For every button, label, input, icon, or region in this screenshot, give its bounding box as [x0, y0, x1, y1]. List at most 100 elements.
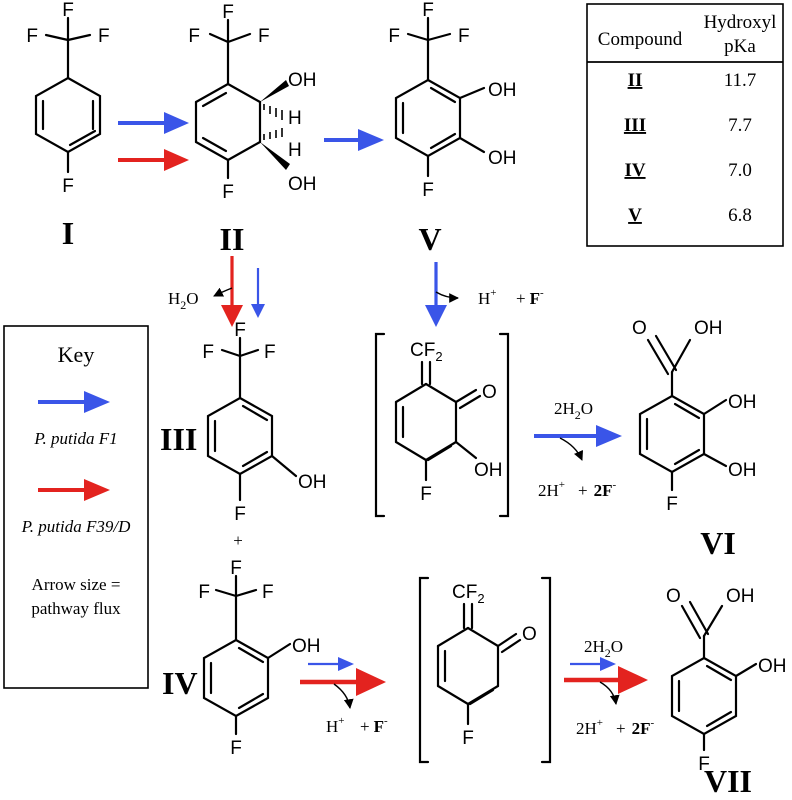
byproduct-two-fluoride: +2F- [578, 479, 616, 500]
table-cell-pka: 6.8 [728, 205, 752, 226]
arrow-II-to-III-f39d [221, 256, 243, 327]
table-cell-compound: IV [624, 160, 645, 181]
atom-OH: OH [758, 656, 787, 677]
compound-III: F F F OH F III + [160, 320, 327, 550]
atom-OH: OH [728, 460, 757, 481]
compound-VII: O OH OH F VII [666, 586, 787, 799]
key-arrow-size-line2: pathway flux [31, 599, 121, 618]
atom-OH: OH [474, 460, 503, 481]
atom-F: F [262, 582, 274, 603]
byproduct-two-proton: 2H+ [538, 479, 565, 500]
table-cell-pka: 7.0 [728, 160, 752, 181]
atom-OH: OH [488, 148, 517, 169]
atom-O: O [632, 318, 647, 339]
compound-label-VII: VII [704, 763, 752, 799]
plus-sign: + [233, 531, 243, 550]
compound-label-VI: VI [700, 525, 736, 561]
byproduct-two-water: 2H2O [584, 637, 623, 660]
compound-I: F F F F I [26, 0, 109, 251]
intermediate-from-V: CF2 O OH F [374, 332, 510, 518]
arrow-II-to-III-f1 [251, 268, 265, 318]
atom-F: F [458, 26, 470, 47]
arrow-intermediate-to-VII-f1 [570, 657, 616, 671]
key-legend: Key P. putida F1 P. putida F39/D Arrow s… [3, 325, 149, 689]
atom-F: F [26, 26, 38, 47]
compound-label-IV: IV [162, 665, 198, 701]
intermediate-from-IV: CF2 O F [418, 576, 552, 764]
table-cell-pka: 7.7 [728, 115, 752, 136]
atom-OH: OH [694, 318, 723, 339]
atom-H: H [288, 108, 302, 129]
key-label-f1: P. putida F1 [33, 429, 117, 448]
byproduct-two-proton: 2H+ [576, 717, 603, 738]
atom-O: O [482, 382, 497, 403]
fluoride-release-arrow [333, 683, 354, 709]
key-arrow-size-line1: Arrow size = [32, 575, 121, 594]
atom-F: F [198, 582, 210, 603]
atom-F: F [222, 2, 234, 23]
arrow-V-to-intermediate-f1 [425, 262, 447, 327]
compound-II: F F F OH H H OH F II [188, 2, 316, 257]
compound-VI: O OH OH OH F VI [632, 318, 757, 561]
table-cell-compound: III [624, 115, 646, 136]
atom-F: F [422, 0, 434, 21]
table-cell-compound: V [628, 205, 642, 226]
table-header-hydroxyl: Hydroxyl [704, 12, 777, 33]
atom-OH: OH [728, 392, 757, 413]
atom-F: F [222, 182, 234, 203]
atom-F: F [258, 26, 270, 47]
atom-OH: OH [288, 70, 317, 91]
arrow-I-to-II-f39d [118, 149, 189, 171]
key-title: Key [58, 342, 95, 367]
atom-F: F [420, 484, 432, 505]
atom-F: F [62, 0, 74, 21]
byproduct-water: H2O [168, 289, 199, 312]
atom-F: F [230, 738, 242, 759]
compound-label-III: III [160, 421, 197, 457]
water-release-arrow [213, 287, 233, 297]
atom-F: F [388, 26, 400, 47]
arrow-IV-to-intermediate-f1 [308, 657, 354, 671]
atom-F: F [234, 320, 246, 341]
atom-H: H [288, 140, 302, 161]
atom-OH: OH [488, 80, 517, 101]
byproduct-proton: H+ [478, 287, 497, 308]
byproduct-two-fluoride: +2F- [616, 717, 654, 738]
key-label-f39d: P. putida F39/D [21, 517, 131, 536]
atom-F: F [698, 754, 710, 775]
compound-V: F F F OH OH F V [388, 0, 516, 257]
compound-label-V: V [418, 221, 441, 257]
atom-F: F [188, 26, 200, 47]
atom-O: O [666, 586, 681, 607]
table-cell-compound: II [628, 70, 643, 91]
atom-F: F [230, 558, 242, 579]
fluoride-release-arrow [435, 291, 459, 303]
byproduct-fluoride: +F- [516, 287, 544, 308]
arrow-IV-to-intermediate-f39d [300, 668, 386, 696]
arrow-I-to-II-f1 [118, 112, 189, 134]
arrow-II-to-V-f1 [324, 129, 384, 151]
table-header-compound: Compound [598, 29, 683, 50]
arrow-intermediate-to-VI-f1 [534, 425, 622, 447]
byproduct-proton: H+ [326, 715, 345, 736]
atom-OH: OH [726, 586, 755, 607]
byproduct-fluoride: +F- [360, 715, 388, 736]
fluoride-release-arrow [599, 681, 620, 705]
compound-label-I: I [62, 215, 74, 251]
byproduct-two-water: 2H2O [554, 399, 593, 422]
atom-F: F [98, 26, 110, 47]
key-arrow-f39d [38, 479, 110, 501]
atom-F: F [666, 494, 678, 515]
fluoride-release-arrow [559, 437, 584, 461]
atom-F: F [234, 504, 246, 525]
atom-OH: OH [298, 472, 327, 493]
atom-F: F [422, 180, 434, 201]
atom-F: F [62, 176, 74, 197]
atom-F: F [202, 342, 214, 363]
atom-CF2: CF2 [452, 582, 485, 606]
atom-OH: OH [288, 174, 317, 195]
atom-CF2: CF2 [410, 340, 443, 364]
key-arrow-f1 [38, 391, 110, 413]
